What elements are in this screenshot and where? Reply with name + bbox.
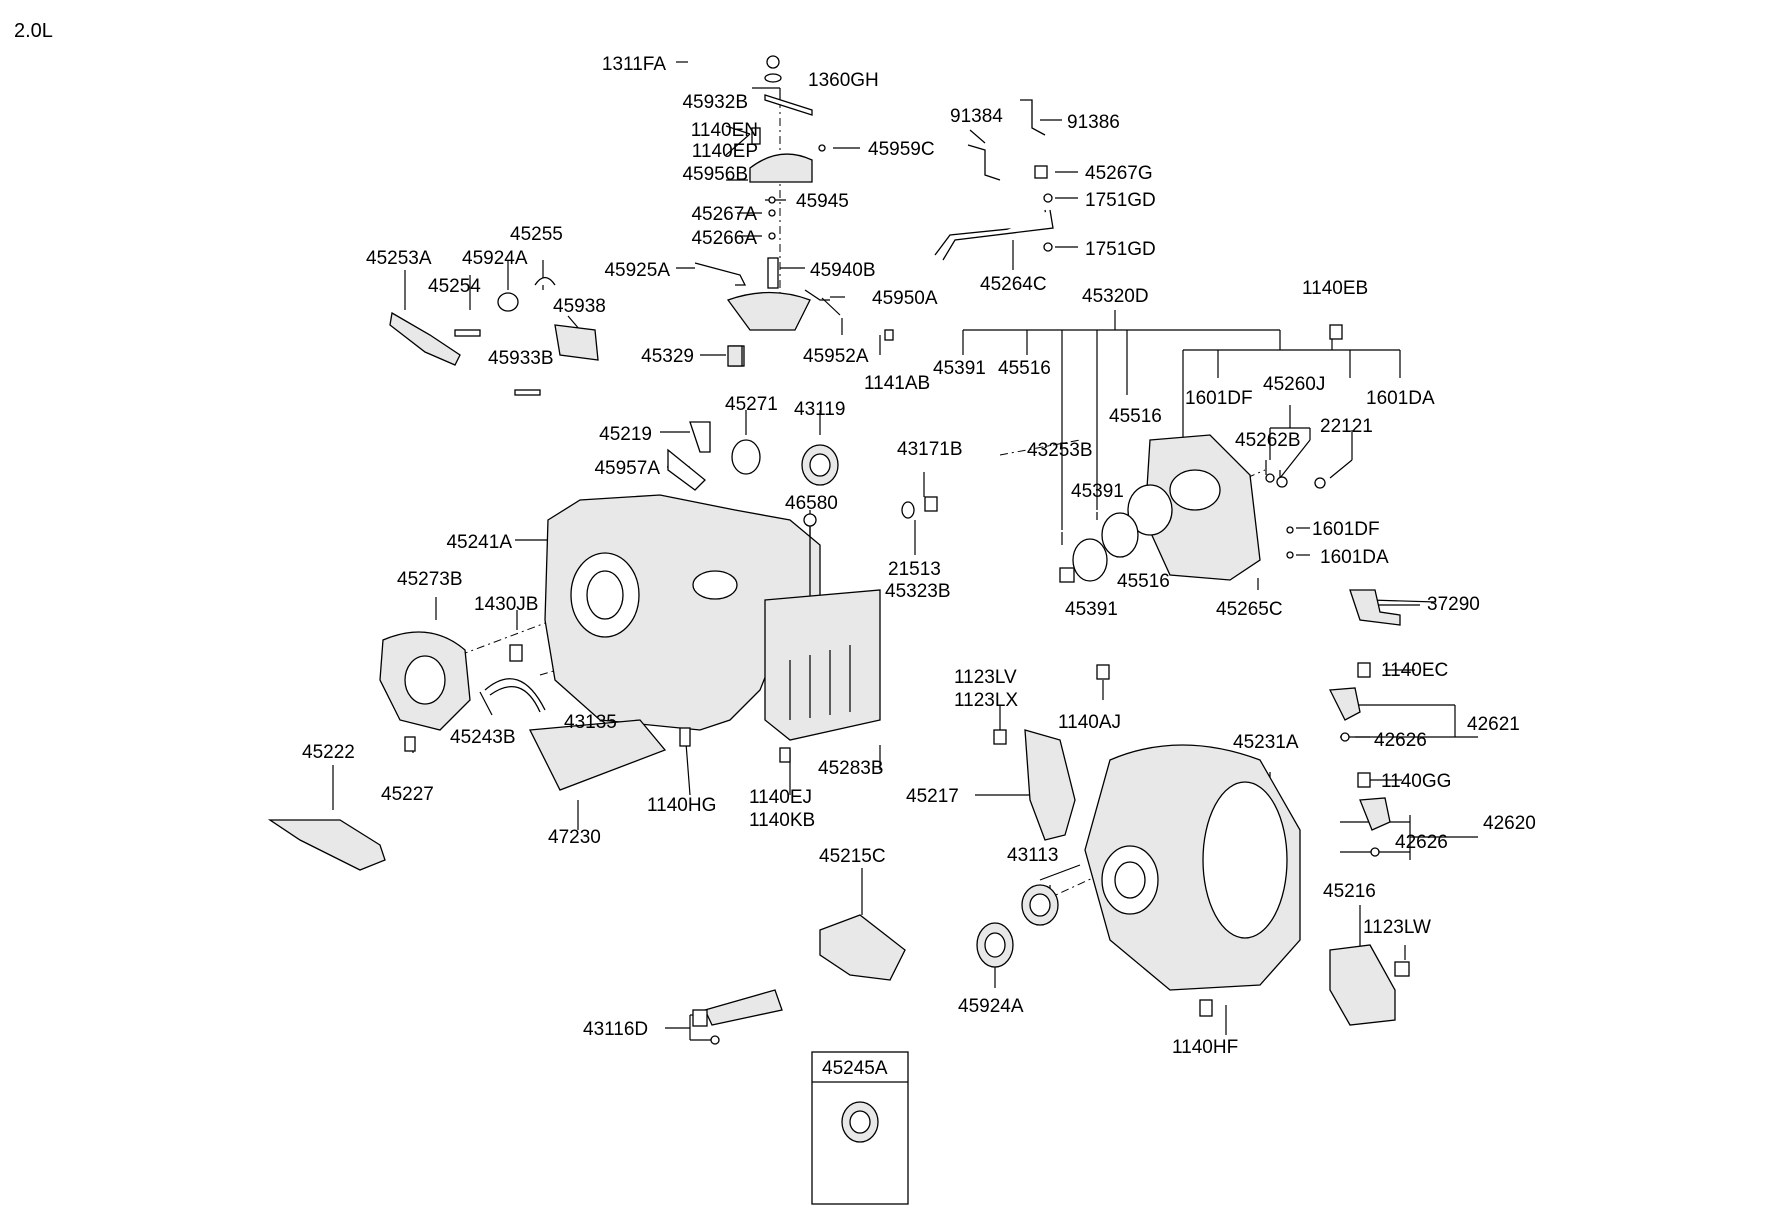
part-label: 45957A	[594, 458, 660, 479]
part-label: 45933B	[488, 348, 554, 369]
part-label: 45952A	[803, 346, 869, 367]
part-label: 1751GD	[1085, 239, 1156, 260]
part-label: 1140EB	[1302, 278, 1368, 299]
part-label: 45924A	[462, 248, 528, 269]
part-label: 45260J	[1263, 374, 1325, 395]
part-label: 45254	[428, 276, 481, 297]
part-label: 1123LV	[954, 667, 1017, 688]
part-label: 45945	[796, 191, 849, 212]
part-label: 45273B	[397, 569, 463, 590]
part-label: 47230	[548, 827, 601, 848]
part-label: 45329	[641, 346, 694, 367]
part-label: 91386	[1067, 112, 1120, 133]
part-label: 43116D	[583, 1019, 648, 1040]
part-label: 1601DA	[1366, 388, 1435, 409]
part-label: 45241A	[446, 532, 512, 553]
part-label: 1140KB	[749, 810, 815, 831]
part-label: 45231A	[1233, 732, 1299, 753]
part-label: 1360GH	[808, 70, 879, 91]
part-drawings	[267, 55, 1410, 1045]
engine-variant-title: 2.0L	[14, 20, 53, 42]
part-label: 91384	[950, 106, 1003, 127]
inset-box: 45245A	[811, 1051, 909, 1205]
part-label: 45516	[998, 358, 1051, 379]
part-label: 45227	[381, 784, 434, 805]
part-label: 1140EN	[691, 120, 758, 141]
part-label: 43253B	[1027, 440, 1093, 461]
part-label: 1123LW	[1363, 917, 1431, 938]
part-label: 43171B	[897, 439, 963, 460]
part-label: 45267G	[1085, 163, 1153, 184]
part-label: 45950A	[872, 288, 938, 309]
part-label: 46580	[785, 493, 838, 514]
part-label: 45266A	[691, 228, 757, 249]
part-label: 45255	[510, 224, 563, 245]
part-label: 45283B	[818, 758, 884, 779]
part-label: 45925A	[604, 260, 670, 281]
part-label: 42626	[1374, 730, 1427, 751]
part-label: 1140EC	[1381, 660, 1448, 681]
part-label: 45938	[553, 296, 606, 317]
part-labels: 1311FA 1360GH 45932B 1140EN 1140EP 45959…	[302, 54, 1536, 1058]
part-label: 1601DF	[1185, 388, 1253, 409]
part-label: 45391	[1071, 481, 1124, 502]
part-label: 1140GG	[1381, 771, 1451, 792]
part-label: 45215C	[819, 846, 886, 867]
part-label: 1601DF	[1312, 519, 1380, 540]
part-label: 43119	[794, 399, 845, 420]
part-label: 45264C	[980, 274, 1047, 295]
part-label: 45924A	[958, 996, 1024, 1017]
part-label: 1140HF	[1172, 1037, 1238, 1058]
part-label: 43135	[564, 712, 617, 733]
part-label: 45940B	[810, 260, 876, 281]
part-label: 45516	[1117, 571, 1170, 592]
part-label: 1140HG	[647, 795, 716, 816]
part-label: 45267A	[691, 204, 757, 225]
part-label: 45391	[933, 358, 986, 379]
part-label: 21513	[888, 559, 941, 580]
part-label: 45391	[1065, 599, 1118, 620]
inset-part-label: 45245A	[822, 1058, 888, 1079]
part-label: 45932B	[682, 92, 748, 113]
part-label: 45217	[906, 786, 959, 807]
part-label: 1140EJ	[749, 787, 812, 808]
part-label: 45219	[599, 424, 652, 445]
part-label: 22121	[1320, 416, 1373, 437]
part-label: 45265C	[1216, 599, 1283, 620]
part-label: 45253A	[366, 248, 432, 269]
part-label: 1751GD	[1085, 190, 1156, 211]
part-label: 1140EP	[692, 141, 758, 162]
part-label: 45216	[1323, 881, 1376, 902]
part-label: 45243B	[450, 727, 516, 748]
part-label: 1430JB	[474, 594, 538, 615]
part-label: 1140AJ	[1058, 712, 1121, 733]
part-label: 43113	[1007, 845, 1058, 866]
part-label: 45320D	[1082, 286, 1149, 307]
part-label: 1123LX	[954, 690, 1018, 711]
part-label: 45516	[1109, 406, 1162, 427]
part-label: 1141AB	[864, 373, 930, 394]
part-label: 45959C	[868, 139, 935, 160]
part-label: 42626	[1395, 832, 1448, 853]
part-label: 45323B	[885, 581, 951, 602]
part-label: 45222	[302, 742, 355, 763]
part-label: 45271	[725, 394, 778, 415]
part-label: 45956B	[682, 164, 748, 185]
part-label: 1311FA	[602, 54, 666, 75]
part-label: 42621	[1467, 714, 1520, 735]
part-label: 45262B	[1235, 430, 1301, 451]
part-label: 1601DA	[1320, 547, 1389, 568]
part-label: 37290	[1427, 594, 1480, 615]
part-label: 42620	[1483, 813, 1536, 834]
